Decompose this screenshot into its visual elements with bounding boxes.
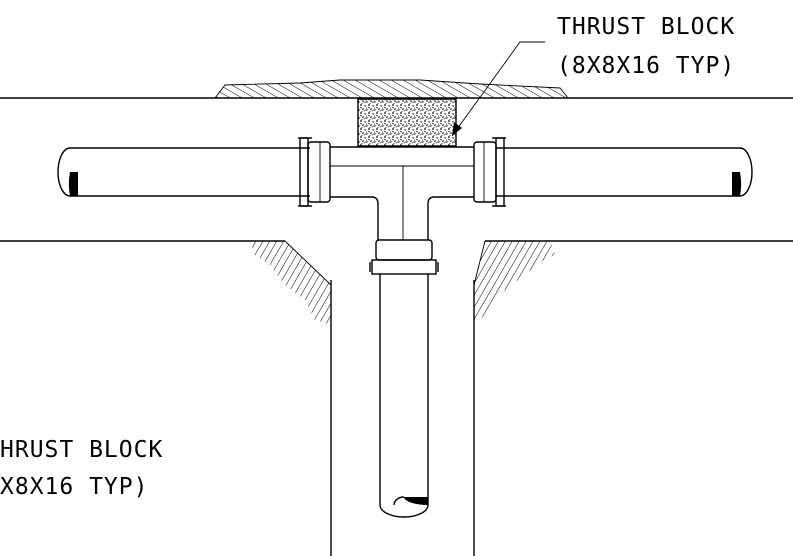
thrust-block [357, 98, 457, 147]
right-coupling [473, 137, 506, 207]
soil-hatch-right-corner [473, 240, 555, 325]
top-label-line1: THRUST BLOCK [557, 14, 735, 40]
soil-hatch-left-corner [250, 240, 332, 325]
branch-coupling [369, 239, 439, 275]
left-coupling [298, 137, 331, 207]
tee-fitting [330, 146, 474, 240]
branch-pipe [379, 274, 429, 518]
leader-arrow [451, 41, 545, 137]
left-label-line1: HRUST BLOCK [0, 437, 163, 463]
left-label-line2: X8X16 TYP) [0, 474, 148, 500]
main-pipe [57, 147, 753, 197]
soil-hatch-top [214, 79, 569, 99]
top-label-line2: (8X8X16 TYP) [557, 53, 735, 79]
